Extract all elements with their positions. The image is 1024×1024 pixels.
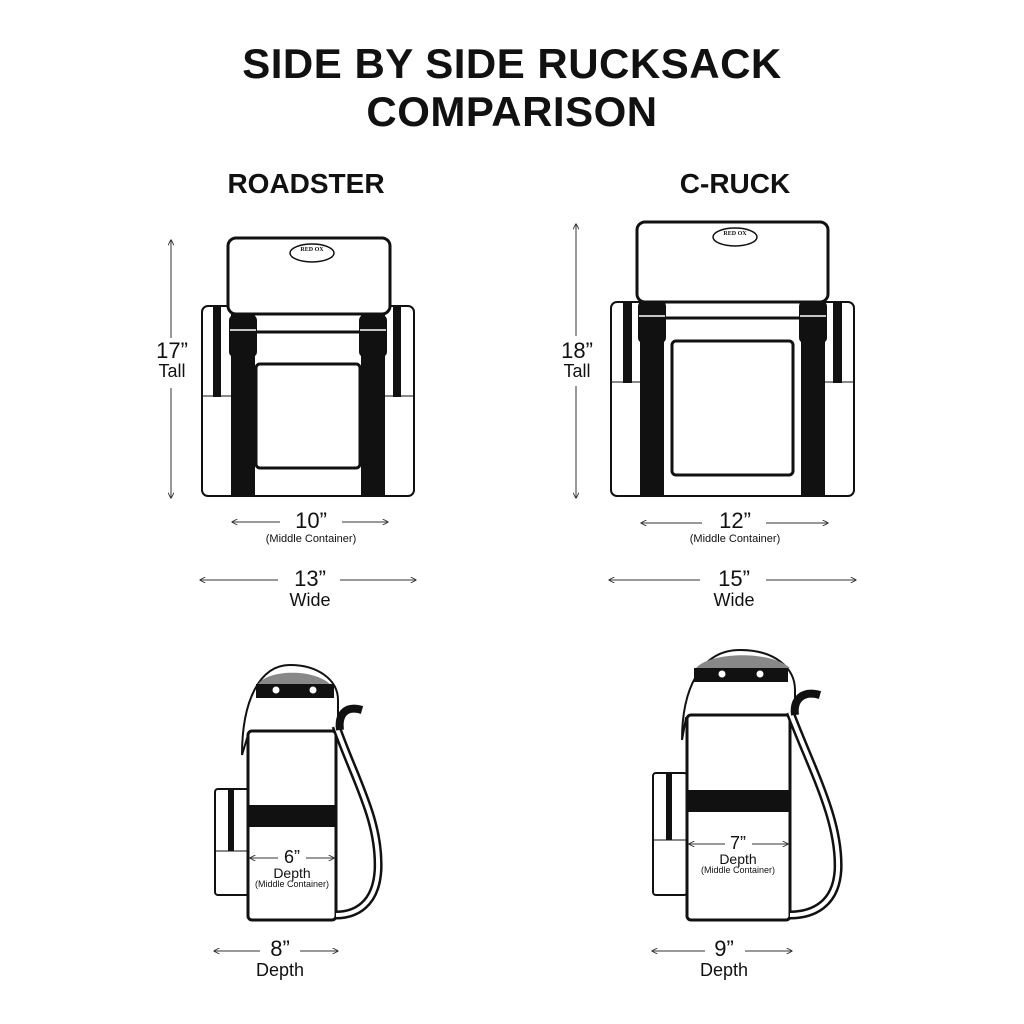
c-ruck-middle-depth-label: 7” Depth (Middle Container) <box>690 834 786 875</box>
roadster-height-value: 17” <box>156 338 188 363</box>
roadster-depth-label: 8” Depth <box>244 936 316 980</box>
c-ruck-width-value: 15” <box>718 566 750 591</box>
roadster-height-word: Tall <box>158 361 186 381</box>
c-ruck-middle-width-note: (Middle Container) <box>689 533 781 545</box>
roadster-height-label: 17” Tall <box>144 338 200 381</box>
c-ruck-height-label: 18” Tall <box>549 338 605 381</box>
c-ruck-middle-depth-value: 7” <box>729 833 746 853</box>
roadster-middle-depth-word: Depth <box>273 865 311 881</box>
dimension-arrows <box>171 224 856 951</box>
page-title: SIDE BY SIDE RUCKSACK COMPARISON <box>0 40 1024 136</box>
c-ruck-width-label: 15” Wide <box>694 566 774 610</box>
c-ruck-height-value: 18” <box>561 338 593 363</box>
c-ruck-depth-word: Depth <box>699 960 749 980</box>
roadster-title: ROADSTER <box>227 168 385 199</box>
c-ruck-middle-depth-word: Depth <box>719 851 757 867</box>
title-line-1: SIDE BY SIDE RUCKSACK <box>242 40 782 87</box>
c-ruck-depth-label: 9” Depth <box>688 936 760 980</box>
roadster-width-value: 13” <box>294 566 326 591</box>
c-ruck-depth-value: 9” <box>714 936 734 961</box>
c-ruck-side-view <box>652 648 843 922</box>
roadster-width-label: 13” Wide <box>270 566 350 610</box>
roadster-front-view <box>201 236 415 497</box>
c-ruck-middle-width-label: 12” (Middle Container) <box>674 510 796 545</box>
roadster-logo: RED OX <box>300 247 324 253</box>
c-ruck-front-view <box>610 220 855 497</box>
roadster-width-word: Wide <box>289 590 331 610</box>
c-ruck-middle-depth-note: (Middle Container) <box>700 865 776 875</box>
roadster-middle-width-note: (Middle Container) <box>265 533 357 545</box>
roadster-middle-depth-label: 6” Depth (Middle Container) <box>250 848 334 889</box>
c-ruck-title: C-RUCK <box>679 168 791 199</box>
roadster-middle-depth-value: 6” <box>283 847 300 867</box>
roadster-middle-depth-note: (Middle Container) <box>254 879 330 889</box>
title-line-2: COMPARISON <box>366 88 658 135</box>
roadster-depth-value: 8” <box>270 936 290 961</box>
roadster-middle-width-value: 10” <box>295 508 327 533</box>
roadster-side-view <box>214 663 383 922</box>
c-ruck-logo: RED OX <box>723 231 747 237</box>
roadster-depth-word: Depth <box>255 960 305 980</box>
roadster-middle-width-label: 10” (Middle Container) <box>250 510 372 545</box>
c-ruck-width-word: Wide <box>713 590 755 610</box>
c-ruck-middle-width-value: 12” <box>719 508 751 533</box>
c-ruck-height-word: Tall <box>563 361 591 381</box>
